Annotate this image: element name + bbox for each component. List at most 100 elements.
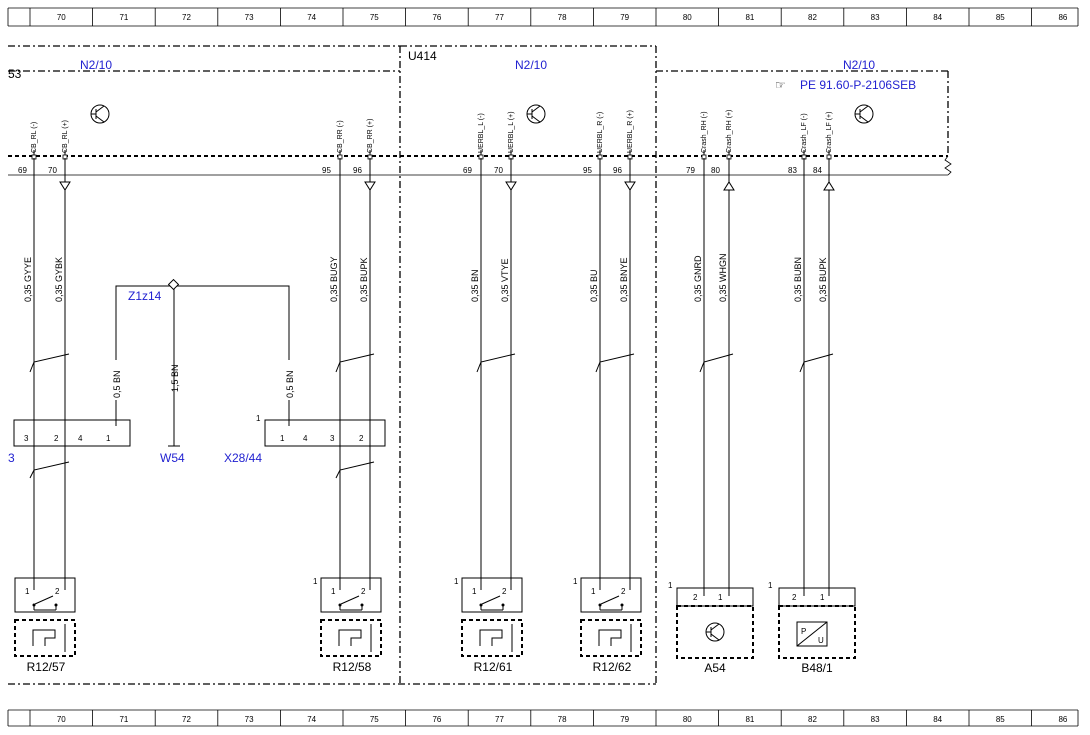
twisted-pair-mark: [335, 353, 375, 479]
wire-label: 0,35 BU: [589, 269, 599, 302]
ruler-number: 79: [620, 715, 629, 724]
component-marker: 1: [313, 577, 318, 586]
pin-number: 96: [613, 166, 622, 175]
connector-right-pin: 2: [359, 434, 364, 443]
wire-6: UERBL_R (-)950,35 BU: [583, 112, 604, 590]
ruler-number: 74: [307, 13, 316, 22]
ruler-number: 86: [1058, 715, 1067, 724]
splice-wire-1: 0,5 BN: [112, 370, 122, 398]
twisted-pair-mark: [595, 353, 635, 373]
ruler-number: 74: [307, 715, 316, 724]
signal-label: Crash_RH (+): [726, 110, 733, 153]
pin-number: 80: [711, 166, 720, 175]
pin-number: 83: [788, 166, 797, 175]
wire-label: 0,35 BUPK: [818, 257, 828, 302]
ruler-number: 76: [432, 13, 441, 22]
transistor-icon: [705, 622, 725, 642]
module-boundaries: [8, 45, 952, 685]
ruler-number: 85: [996, 715, 1005, 724]
transistor-icon: [854, 104, 874, 124]
wire-8: Crash_RH (-)790,35 GNRD: [686, 111, 708, 596]
connector-right: [264, 419, 386, 447]
svg-text:1: 1: [718, 593, 723, 602]
ground-label: W54: [160, 451, 185, 465]
arrow-down-icon: [505, 181, 517, 191]
twisted-pair-mark: [699, 353, 734, 373]
component-label: B48/1: [801, 661, 833, 675]
wire-7: UERBL_R (+)960,35 BNYE: [613, 110, 636, 590]
wire-5: UERBL_L (+)700,35 VTYE: [494, 111, 517, 590]
ruler-number: 78: [558, 13, 567, 22]
reference-hand-icon: ☞: [775, 78, 786, 92]
ruler-number: 72: [182, 715, 191, 724]
wire-label: 0,35 BN: [470, 269, 480, 302]
wire-label: 0,35 BNYE: [619, 257, 629, 302]
wire-label: 0,35 GNRD: [693, 255, 703, 302]
wire-0: CB_RL (-)690,35 GYYE: [18, 122, 38, 590]
component-label: R12/58: [333, 660, 372, 674]
seat-contact-icon: [338, 629, 362, 646]
ruler-number: 81: [745, 13, 754, 22]
ruler-number: 84: [933, 13, 942, 22]
pin-number: 70: [494, 166, 503, 175]
ruler-number: 82: [808, 715, 817, 724]
ruler-number: 78: [558, 715, 567, 724]
wire-11: Crash_LF (+)840,35 BUPK: [813, 112, 835, 596]
signal-label: CB_RL (+): [62, 120, 69, 153]
splice-wire-2: 1,5 BN: [170, 364, 180, 392]
connector-left-pin: 2: [54, 434, 59, 443]
svg-text:1: 1: [591, 587, 596, 596]
wire-10: Crash_LF (-)830,35 BUBN: [788, 113, 808, 596]
ruler-number: 77: [495, 715, 504, 724]
connector-left-pin: 3: [24, 434, 29, 443]
connector-left: [13, 419, 131, 447]
reference-text[interactable]: PE 91.60-P-2106SEB: [800, 78, 916, 92]
ruler-number: 83: [871, 13, 880, 22]
wire-label: 0,35 BUBN: [793, 257, 803, 302]
ruler-number: 81: [745, 715, 754, 724]
arrow-up-icon: [823, 181, 835, 191]
ruler-number: 86: [1058, 13, 1067, 22]
component-label: R12/62: [593, 660, 632, 674]
connector-left-pin: 1: [106, 434, 111, 443]
ruler-number: 85: [996, 13, 1005, 22]
connector-right-label: X28/44: [224, 451, 262, 465]
wire-label: 0,35 GYBK: [54, 257, 64, 302]
splice-label: Z1z14: [128, 289, 162, 303]
ruler-number: 75: [370, 715, 379, 724]
wire-3: CB_RR (+)960,35 BUPK: [353, 119, 376, 590]
ruler-number: 84: [933, 715, 942, 724]
arrow-down-icon: [59, 181, 71, 191]
svg-text:1: 1: [25, 587, 30, 596]
svg-text:2: 2: [55, 587, 60, 596]
signal-label: CB_RR (-): [337, 120, 344, 153]
ruler-number: 73: [245, 715, 254, 724]
seat-contact-icon: [598, 629, 622, 646]
transistor-icon: [90, 104, 110, 124]
signal-label: CB_RL (-): [31, 122, 38, 153]
signal-label: UERBL_L (-): [478, 113, 485, 153]
mid-module-label: N2/10: [515, 58, 547, 72]
wire-label: 0,35 BUPK: [359, 257, 369, 302]
ruler-number: 77: [495, 13, 504, 22]
signal-label: UERBL_L (+): [508, 111, 515, 153]
twisted-pair-mark: [476, 353, 516, 373]
arrow-up-icon: [723, 181, 735, 191]
pin-number: 70: [48, 166, 57, 175]
twisted-pair-mark: [799, 353, 834, 373]
arrow-down-icon: [364, 181, 376, 191]
pin-number: 95: [322, 166, 331, 175]
svg-text:2: 2: [361, 587, 366, 596]
right-module-label: N2/10: [843, 58, 875, 72]
component-marker: 1: [573, 577, 578, 586]
ruler-number: 70: [57, 13, 66, 22]
connector-right-pin: 4: [303, 434, 308, 443]
wire-label: 0,35 BUGY: [329, 256, 339, 302]
